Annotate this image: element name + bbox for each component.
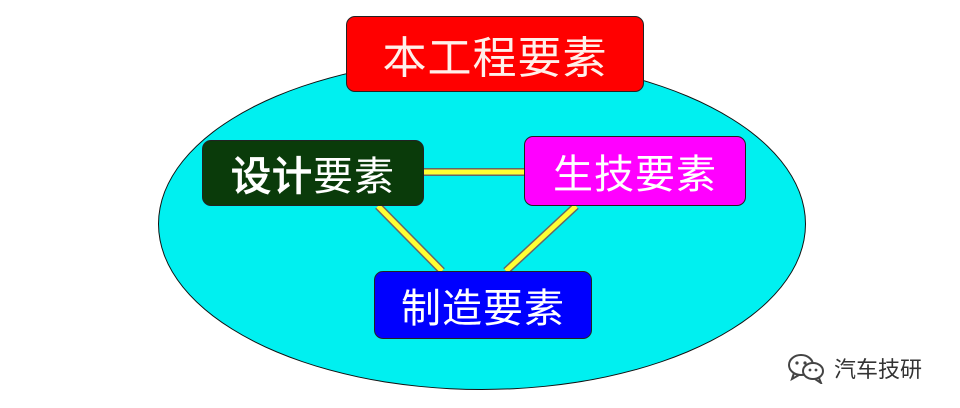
box-manufacturing-elements-label: 制造要素 (401, 286, 565, 332)
box-design-elements-label-strong: 设计 (231, 154, 313, 200)
box-engineering-elements-label: 本工程要素 (382, 33, 608, 84)
box-engineering-elements: 本工程要素 (346, 16, 644, 92)
box-manufacturing-elements: 制造要素 (374, 271, 592, 339)
box-production-tech-elements: 生技要素 (524, 136, 746, 206)
box-design-elements: 设计要素 (202, 140, 424, 206)
box-production-tech-elements-label: 生技要素 (553, 152, 717, 198)
watermark: 汽车技研 (786, 352, 922, 384)
box-design-elements-label-rest: 要素 (313, 154, 395, 200)
connector-production-manufacturing (504, 204, 578, 273)
connector-design-manufacturing (376, 204, 444, 273)
watermark-text: 汽车技研 (834, 358, 923, 383)
wechat-icon (786, 352, 826, 384)
